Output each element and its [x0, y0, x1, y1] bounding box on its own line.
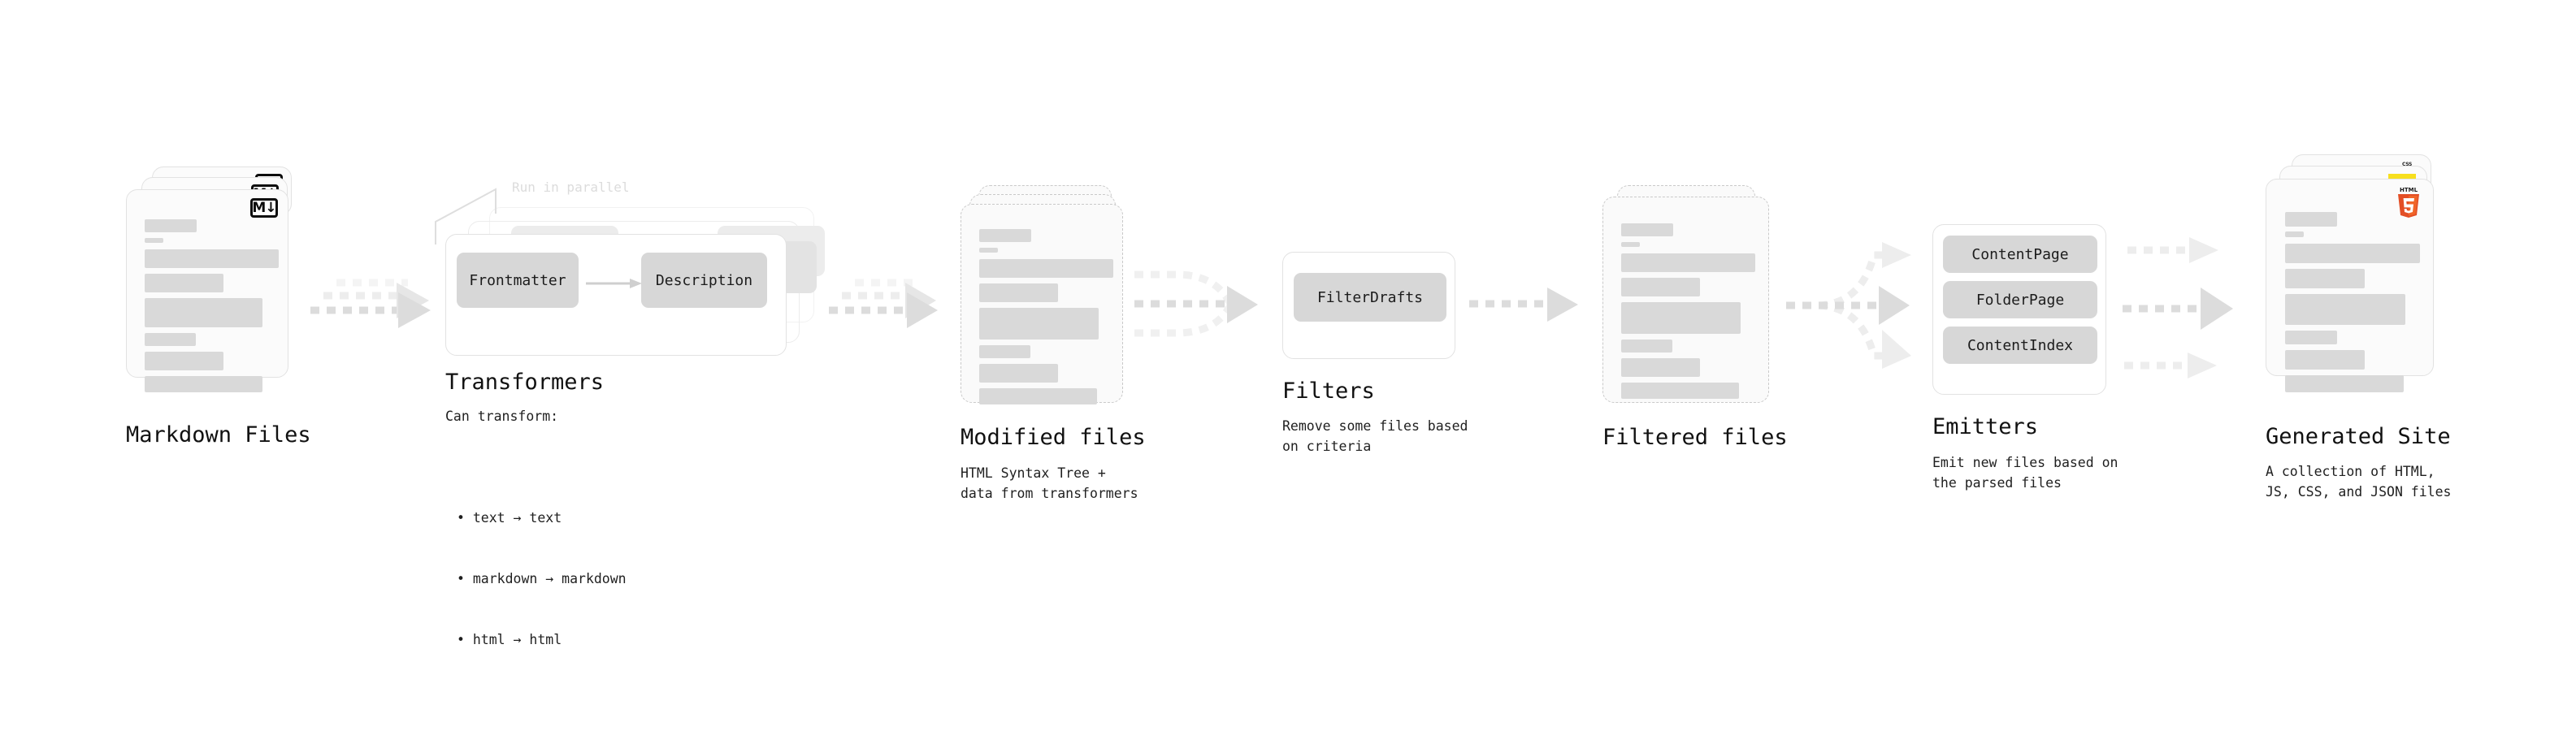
skeleton-bar — [979, 345, 1030, 358]
chip-folderpage[interactable]: FolderPage — [1943, 281, 2097, 318]
skeleton-bar — [979, 259, 1113, 278]
html5-icon: HTML — [2395, 186, 2422, 218]
skeleton-bar — [1621, 358, 1700, 377]
skeleton-bar — [145, 274, 223, 292]
transformers-bullets: • text → text • markdown → markdown • ht… — [457, 426, 627, 731]
skeleton-bar — [979, 364, 1058, 383]
generated-site-stack: CSS HTML — [2266, 154, 2448, 392]
skeleton-bar — [2285, 212, 2337, 227]
stage-title-generated-site: Generated Site — [2266, 424, 2451, 449]
transformers-caption-heading: Can transform: — [445, 409, 559, 424]
skeleton-bar — [1621, 242, 1640, 247]
skeleton-bar — [145, 298, 262, 327]
filtered-files-stack — [1602, 185, 1777, 403]
chip-frontmatter[interactable]: Frontmatter — [457, 253, 579, 308]
skeleton-bar — [145, 376, 262, 392]
skeleton-bar — [979, 248, 998, 253]
skeleton-bar — [2285, 294, 2405, 325]
stage-title-emitters: Emitters — [1932, 414, 2039, 439]
skeleton-bar — [2285, 231, 2304, 237]
emitters-caption-line2: the parsed files — [1932, 475, 2062, 491]
filters-box: FilterDrafts — [1282, 252, 1455, 359]
filters-caption-line1: Remove some files based — [1282, 418, 1468, 434]
skeleton-bar — [1621, 340, 1672, 353]
skeleton-bar — [1621, 223, 1673, 236]
transformer-bullet: • text → text — [457, 510, 562, 526]
modified-files-caption-line1: HTML Syntax Tree + — [961, 465, 1106, 481]
transformer-bullet: • html → html — [457, 632, 562, 647]
chip-description[interactable]: Description — [641, 253, 767, 308]
skeleton-bar — [1621, 383, 1739, 399]
markdown-files-stack: M↓ M↓ M↓ — [126, 167, 301, 392]
stage-title-filtered-files: Filtered files — [1602, 425, 1788, 450]
markdown-card-front: M↓ — [126, 189, 288, 392]
skeleton-bar — [1621, 278, 1700, 296]
modified-files-caption-line2: data from transformers — [961, 486, 1138, 501]
arrow-markdown-to-transformers — [307, 278, 437, 328]
filtered-card-front — [1602, 197, 1769, 403]
arrow-modified-to-filters — [1131, 268, 1269, 349]
modified-files-stack — [961, 185, 1135, 404]
skeleton-bar — [2285, 269, 2365, 288]
skeleton-bar — [2285, 244, 2420, 263]
stage-title-markdown-files: Markdown Files — [126, 422, 311, 448]
skeleton-bar — [2285, 331, 2337, 344]
generated-site-caption-line2: JS, CSS, and JSON files — [2266, 484, 2452, 500]
arrow-filtered-to-emitters — [1783, 242, 1921, 372]
modified-card-front — [961, 204, 1123, 404]
arrow-transformers-to-modified — [827, 278, 949, 328]
emitters-box: ContentPage FolderPage ContentIndex — [1932, 224, 2106, 395]
skeleton-bar — [2285, 350, 2365, 370]
skeleton-bar — [979, 283, 1058, 302]
skeleton-bar — [145, 249, 279, 268]
pipeline-diagram: M↓ M↓ M↓ Markdown Files — [126, 154, 2452, 647]
chip-contentpage[interactable]: ContentPage — [1943, 236, 2097, 273]
skeleton-bar — [979, 308, 1099, 340]
transformer-bullet: • markdown → markdown — [457, 571, 627, 586]
stage-title-filters: Filters — [1282, 378, 1375, 404]
run-in-parallel-label: Run in parallel — [512, 180, 630, 195]
transformers-box: Frontmatter Description — [445, 234, 787, 356]
site-card-front: HTML — [2266, 179, 2434, 392]
chip-filterdrafts[interactable]: FilterDrafts — [1294, 273, 1446, 322]
skeleton-bar — [979, 388, 1097, 404]
skeleton-bar — [145, 219, 197, 232]
skeleton-bar — [979, 229, 1031, 242]
generated-site-caption-line1: A collection of HTML, — [2266, 464, 2435, 479]
emitters-caption-line1: Emit new files based on — [1932, 455, 2118, 470]
filters-caption-line2: on criteria — [1282, 439, 1372, 454]
transformers-group: x x x x Frontmatter Description — [435, 188, 825, 357]
arrow-filters-to-filtered — [1468, 286, 1589, 323]
skeleton-bar — [145, 333, 196, 346]
svg-text:HTML: HTML — [2400, 187, 2418, 193]
css-label: CSS — [2402, 162, 2412, 167]
skeleton-bar — [1621, 253, 1755, 272]
stage-title-modified-files: Modified files — [961, 425, 1146, 450]
skeleton-bar — [145, 352, 223, 370]
markdown-icon: M↓ — [250, 198, 278, 218]
skeleton-bar — [145, 238, 163, 243]
skeleton-bar — [1621, 302, 1741, 334]
arrow-emitters-to-site — [2119, 234, 2257, 380]
skeleton-bar — [2285, 375, 2404, 392]
stage-title-transformers: Transformers — [445, 370, 605, 395]
chip-contentindex[interactable]: ContentIndex — [1943, 327, 2097, 364]
